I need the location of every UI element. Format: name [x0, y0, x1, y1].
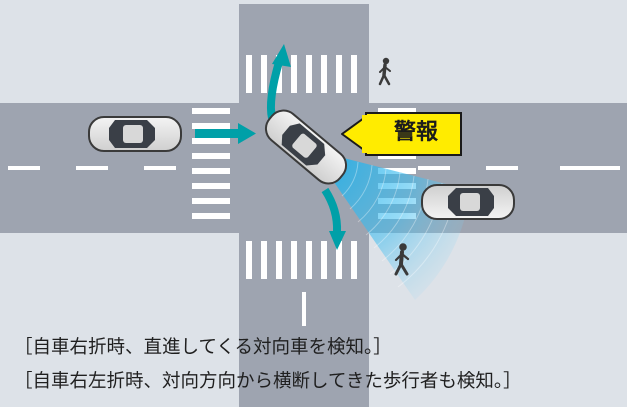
left-car-straight-arrow — [195, 123, 256, 144]
vertical-lane-marking — [302, 292, 306, 326]
car-icon — [421, 184, 515, 220]
vertical-road — [239, 4, 369, 407]
crosswalk-bottom — [246, 241, 357, 279]
crosswalk-left — [192, 108, 230, 219]
horizontal-lane-markings — [8, 166, 620, 170]
pedestrian-icon — [378, 57, 391, 86]
pedestrian-icon — [394, 243, 410, 276]
ego-left-turn-arrow — [266, 44, 291, 119]
car-icon — [88, 116, 182, 152]
caption-line-2: ［自車右左折時、対向方向から横断してきた歩行者も検知。］ — [14, 371, 522, 392]
warning-label: 警報 — [393, 120, 438, 145]
ego-right-turn-arrow — [321, 187, 346, 250]
warning-sign — [341, 112, 462, 156]
caption-line-1: ［自車右折時、直進してくる対向車を検知。］ — [14, 337, 392, 358]
car-icon — [264, 109, 348, 185]
